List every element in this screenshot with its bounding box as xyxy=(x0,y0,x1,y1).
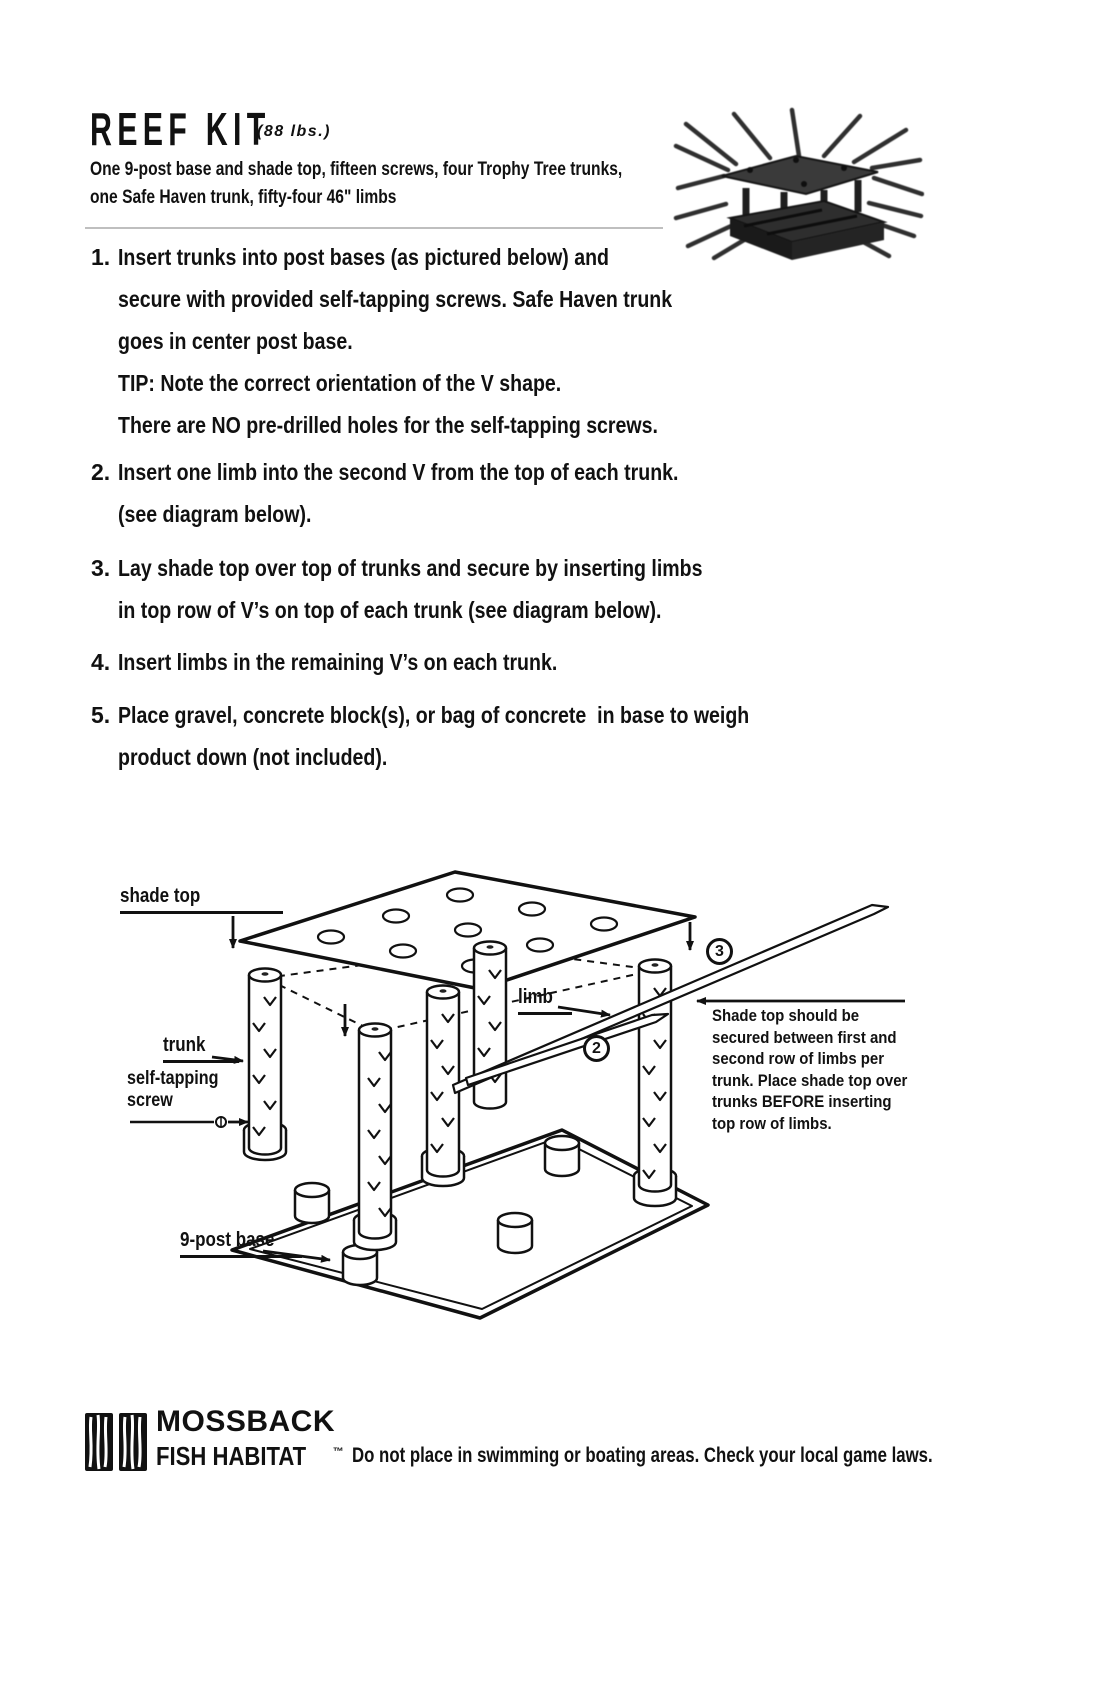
instruction-line: Insert trunks into post bases (as pictur… xyxy=(118,244,610,270)
trademark-symbol: ™ xyxy=(332,1446,344,1458)
limb-arrow-icon xyxy=(557,1005,611,1018)
instruction-number: 2. xyxy=(91,459,111,485)
trunk-front xyxy=(357,1022,393,1240)
brand-name-text: FISH HABITAT xyxy=(156,1440,307,1471)
logo-stripes-icon xyxy=(85,1413,147,1471)
instruction-line: Insert one limb into the second V from t… xyxy=(118,459,679,485)
trunk-label: trunk xyxy=(163,1033,239,1063)
photo-base xyxy=(726,199,888,260)
instruction-line: Lay shade top over top of trunks and sec… xyxy=(118,555,703,581)
instruction-line: product down (not included). xyxy=(118,744,388,770)
shade-top-panel xyxy=(238,870,697,991)
instruction-item-5: 5. Place gravel, concrete block(s), or b… xyxy=(91,694,861,778)
trunk-left xyxy=(247,967,283,1156)
header-divider xyxy=(85,227,663,229)
brand-block: MOSSBACK FISH HABITAT ™ xyxy=(156,1406,344,1470)
shade-top-note: Shade top should be secured between firs… xyxy=(712,1006,908,1133)
nine-post-base-label: 9-post base xyxy=(180,1228,302,1258)
instruction-line: Place gravel, concrete block(s), or bag … xyxy=(118,702,750,728)
instruction-line: (see diagram below). xyxy=(118,501,312,527)
trunk-center xyxy=(425,984,461,1178)
nine-post-base-graphic xyxy=(230,1128,710,1320)
page-title-text: REEF KIT xyxy=(90,103,271,155)
instruction-line: secure with provided self-tapping screws… xyxy=(118,286,673,312)
instruction-line: goes in center post base. xyxy=(118,328,353,354)
weight-label: (88 lbs.) xyxy=(257,123,331,140)
instruction-item-4: 4. Insert limbs in the remaining V’s on … xyxy=(91,641,635,683)
safety-warning: Do not place in swimming or boating area… xyxy=(352,1444,933,1467)
page-title: REEF KIT xyxy=(90,102,364,156)
self-tapping-screw-label: self-tapping screw xyxy=(127,1068,219,1111)
limb-second-row-graphic xyxy=(464,1012,670,1087)
product-photo-illustration xyxy=(673,107,924,261)
instruction-item-2: 2. Insert one limb into the second V fro… xyxy=(91,451,777,535)
callout-step-3: 3 xyxy=(706,938,733,965)
instruction-tip-line: There are NO pre-drilled holes for the s… xyxy=(118,412,658,438)
assembly-diagram xyxy=(130,870,905,1320)
limb-label: limb xyxy=(518,985,572,1015)
brand-name-line2: FISH HABITAT ™ xyxy=(156,1438,344,1470)
screw-icon xyxy=(130,1116,227,1128)
subtitle-line: one Safe Haven trunk, fifty-four 46" lim… xyxy=(90,186,397,208)
instruction-number: 4. xyxy=(91,649,111,675)
instruction-number: 5. xyxy=(91,702,111,728)
mossback-logo-icon xyxy=(85,1411,151,1473)
subtitle-line: One 9-post base and shade top, fifteen s… xyxy=(90,158,623,180)
callout-step-2: 2 xyxy=(583,1035,610,1062)
instruction-line: in top row of V’s on top of each trunk (… xyxy=(118,597,662,623)
photo-shade-top xyxy=(721,154,879,196)
kit-contents-subtitle: One 9-post base and shade top, fifteen s… xyxy=(90,155,755,211)
instruction-item-1: 1. Insert trunks into post bases (as pic… xyxy=(91,236,770,446)
instruction-line: Insert limbs in the remaining V’s on eac… xyxy=(118,649,558,675)
product-photo xyxy=(672,106,924,268)
instruction-number: 3. xyxy=(91,555,111,581)
instruction-number: 1. xyxy=(91,244,111,270)
shade-top-label: shade top xyxy=(120,884,283,914)
brand-name-line1: MOSSBACK xyxy=(156,1405,336,1438)
instruction-item-3: 3. Lay shade top over top of trunks and … xyxy=(91,547,806,631)
instruction-tip-line: TIP: Note the correct orientation of the… xyxy=(118,370,562,396)
shade-top-holes xyxy=(316,887,619,974)
